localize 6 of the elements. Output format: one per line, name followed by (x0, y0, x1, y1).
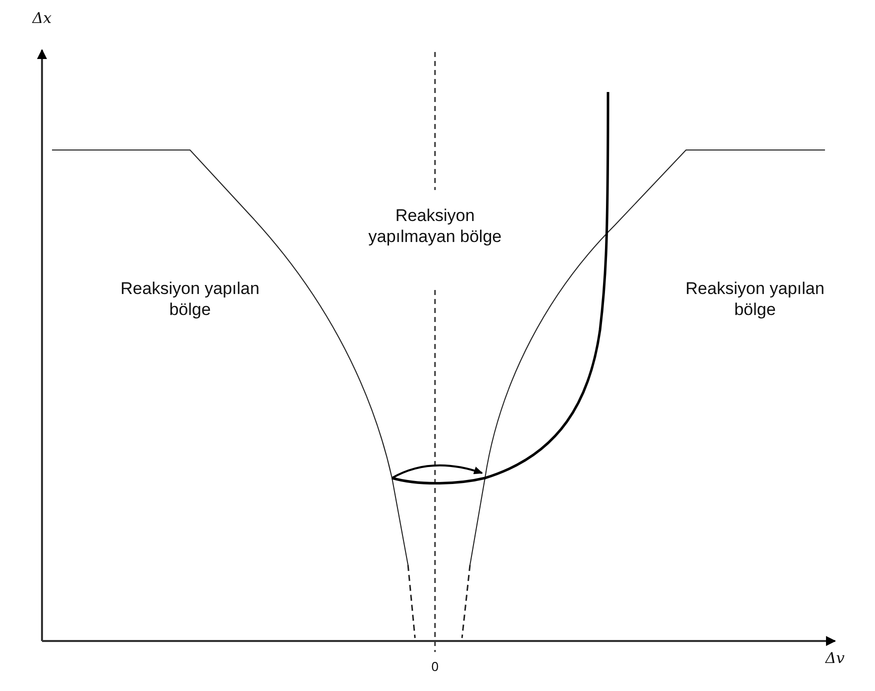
y-axis-label: Δx (31, 8, 53, 29)
region-label: Reaksiyon yapılan bölge (120, 278, 260, 320)
origin-label: 0 (430, 658, 440, 676)
region-label: Reaksiyon yapılmayan bölge (367, 205, 503, 247)
x-axis-label: Δv (824, 648, 846, 669)
region-label: Reaksiyon yapılan bölge (684, 278, 826, 320)
